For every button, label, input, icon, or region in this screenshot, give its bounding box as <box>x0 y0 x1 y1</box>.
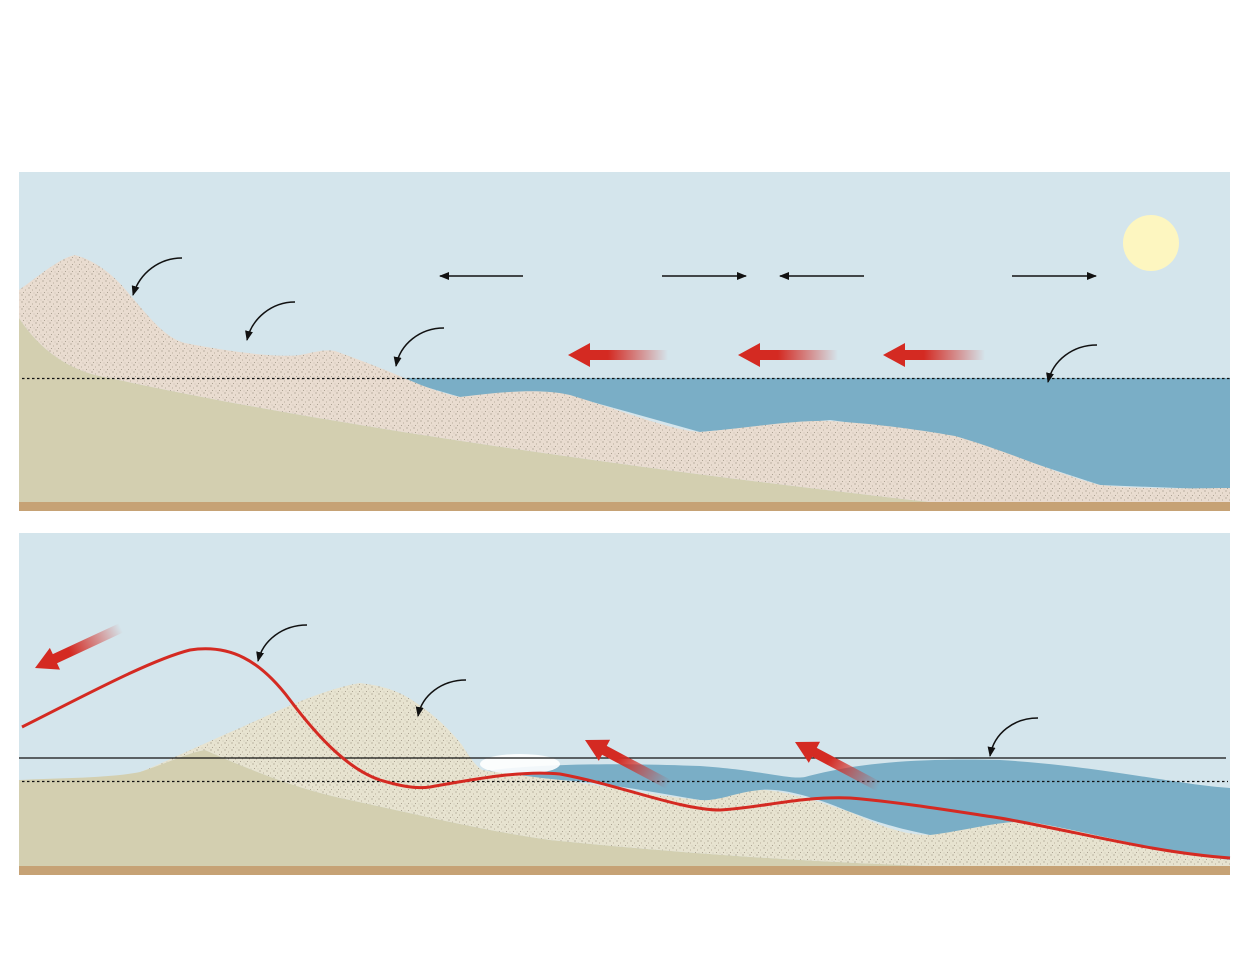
curved-arrow-icon <box>131 257 183 296</box>
red-transport-arrows <box>568 343 985 367</box>
red-arrow-icon <box>568 343 668 367</box>
previous-profile-red-line <box>21 647 1231 860</box>
sand-layer <box>19 255 1230 502</box>
curved-arrow-icon <box>245 301 296 341</box>
curved-arrow-icon <box>987 717 1039 757</box>
red-transport-arrows <box>35 623 882 792</box>
sand-layer <box>140 683 1230 866</box>
curved-arrow-icon <box>256 624 308 662</box>
red-arrow-icon <box>585 739 672 790</box>
top-panel <box>19 172 1230 511</box>
bedrock <box>19 750 930 866</box>
curved-arrow-icon <box>1046 344 1098 383</box>
curved-arrow-icon <box>415 679 467 717</box>
red-arrow-icon <box>883 343 985 367</box>
wave-foam <box>480 754 560 774</box>
sun-icon <box>1123 215 1179 271</box>
base-layer <box>19 866 1230 875</box>
pointer-arrows <box>131 257 1098 383</box>
pointer-arrows <box>256 624 1039 757</box>
red-arrow-icon <box>738 343 838 367</box>
base-layer <box>19 502 1230 511</box>
water <box>395 378 1230 490</box>
red-arrow-icon <box>795 741 882 792</box>
bedrock <box>19 318 930 502</box>
red-arrow-icon <box>35 623 124 670</box>
bottom-panel <box>19 533 1231 875</box>
curved-arrow-icon <box>393 327 445 367</box>
